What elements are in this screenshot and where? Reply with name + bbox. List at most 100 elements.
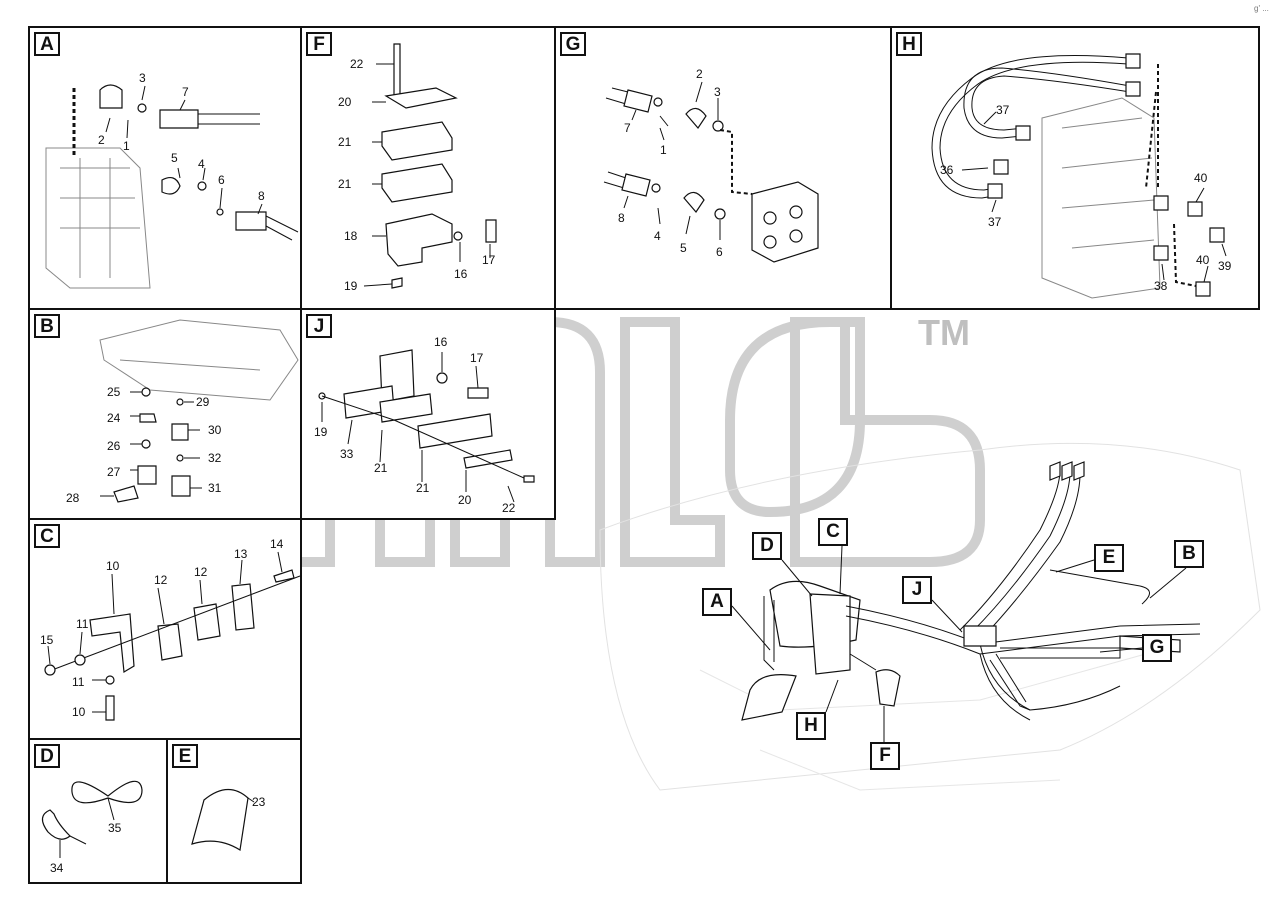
part-number: 12 <box>154 573 168 587</box>
part-number: 20 <box>338 95 352 109</box>
panel-h-drawing: 37 36 37 40 39 40 38 <box>931 53 1232 299</box>
panel-c-drawing: 10 12 12 13 14 11 15 11 10 <box>40 537 301 721</box>
callout-j: J <box>902 576 932 604</box>
part-number: 19 <box>314 425 328 439</box>
part-number: 10 <box>72 705 86 719</box>
panel-label-j: J <box>306 314 332 338</box>
part-number: 3 <box>139 71 146 85</box>
panel-g: G 2 3 7 1 8 4 5 6 <box>554 26 892 310</box>
part-number: 36 <box>940 163 954 177</box>
part-number: 2 <box>696 67 703 81</box>
part-number: 11 <box>72 675 85 689</box>
part-number: 40 <box>1196 253 1210 267</box>
panel-label-g: G <box>560 32 586 56</box>
part-number: 24 <box>107 411 121 425</box>
part-number: 30 <box>208 423 222 437</box>
part-number: 4 <box>198 157 205 171</box>
part-number: 10 <box>106 559 120 573</box>
callout-a: A <box>702 588 732 616</box>
panel-label-a: A <box>34 32 60 56</box>
main-assembly-drawing <box>599 442 1261 791</box>
callout-f: F <box>870 742 900 770</box>
callout-g: G <box>1142 634 1172 662</box>
panel-b: B 25 29 24 30 26 32 27 31 28 <box>28 308 302 520</box>
panel-label-h: H <box>896 32 922 56</box>
part-number: 37 <box>988 215 1002 229</box>
part-number: 26 <box>107 439 121 453</box>
panel-f: F 22 20 21 21 18 17 16 19 <box>300 26 556 310</box>
part-number: 15 <box>40 633 54 647</box>
part-number: 16 <box>454 267 468 281</box>
part-number: 8 <box>258 189 265 203</box>
part-number: 11 <box>76 617 89 631</box>
part-number: 2 <box>98 133 105 147</box>
part-number: 21 <box>338 177 352 191</box>
part-number: 39 <box>1218 259 1232 273</box>
panel-f-drawing: 22 20 21 21 18 17 16 19 <box>338 43 497 293</box>
part-number: 7 <box>182 85 189 99</box>
part-number: 31 <box>208 481 222 495</box>
part-number: 20 <box>458 493 472 507</box>
part-number: 22 <box>502 501 516 515</box>
part-number: 3 <box>714 85 721 99</box>
part-number: 22 <box>350 57 364 71</box>
part-number: 5 <box>680 241 687 255</box>
part-number: 14 <box>270 537 284 551</box>
part-number: 5 <box>171 151 178 165</box>
part-number: 28 <box>66 491 80 505</box>
panel-g-drawing: 2 3 7 1 8 4 5 6 <box>603 67 819 263</box>
part-number: 34 <box>50 861 64 875</box>
part-number: 16 <box>434 335 448 349</box>
part-number: 38 <box>1154 279 1168 293</box>
callout-h: H <box>796 712 826 740</box>
panel-j-drawing: 16 17 19 33 21 21 20 22 <box>314 335 535 515</box>
part-number: 37 <box>996 103 1010 117</box>
part-number: 40 <box>1194 171 1208 185</box>
panel-h: H 37 36 37 40 39 40 38 <box>890 26 1260 310</box>
panel-d: D 35 34 <box>28 738 168 884</box>
callout-b: B <box>1174 540 1204 568</box>
panel-label-c: C <box>34 524 60 548</box>
part-number: 27 <box>107 465 121 479</box>
callout-e: E <box>1094 544 1124 572</box>
panel-a: A 3 7 2 1 5 4 6 8 <box>28 26 302 310</box>
part-number: 17 <box>470 351 484 365</box>
panel-label-f: F <box>306 32 332 56</box>
part-number: 21 <box>416 481 430 495</box>
corner-mark: g' ... <box>1254 4 1269 13</box>
callout-c: C <box>818 518 848 546</box>
panel-b-drawing: 25 29 24 30 26 32 27 31 28 <box>66 319 299 505</box>
panel-label-b: B <box>34 314 60 338</box>
part-number: 7 <box>624 121 631 135</box>
part-number: 23 <box>252 795 266 809</box>
part-number: 35 <box>108 821 122 835</box>
part-number: 8 <box>618 211 625 225</box>
part-number: 6 <box>716 245 723 259</box>
part-number: 1 <box>660 143 667 157</box>
panel-a-drawing: 3 7 2 1 5 4 6 8 <box>45 71 299 289</box>
part-number: 1 <box>123 139 130 153</box>
part-number: 4 <box>654 229 661 243</box>
panel-d-drawing: 35 34 <box>41 780 143 875</box>
part-number: 17 <box>482 253 496 267</box>
callout-d: D <box>752 532 782 560</box>
panel-label-d: D <box>34 744 60 768</box>
panel-label-e: E <box>172 744 198 768</box>
part-number: 25 <box>107 385 121 399</box>
part-number: 13 <box>234 547 248 561</box>
part-number: 33 <box>340 447 354 461</box>
part-number: 6 <box>218 173 225 187</box>
part-number: 18 <box>344 229 358 243</box>
trademark-mark: TM <box>918 312 970 353</box>
part-number: 21 <box>338 135 352 149</box>
part-number: 21 <box>374 461 388 475</box>
panel-e-drawing: 23 <box>191 788 266 851</box>
part-number: 19 <box>344 279 358 293</box>
part-number: 29 <box>196 395 210 409</box>
panel-j: J 16 17 19 33 21 21 20 22 <box>300 308 556 520</box>
panel-c: C 10 12 12 13 14 11 15 11 10 <box>28 518 302 740</box>
panel-e: E 23 <box>166 738 302 884</box>
part-number: 32 <box>208 451 222 465</box>
